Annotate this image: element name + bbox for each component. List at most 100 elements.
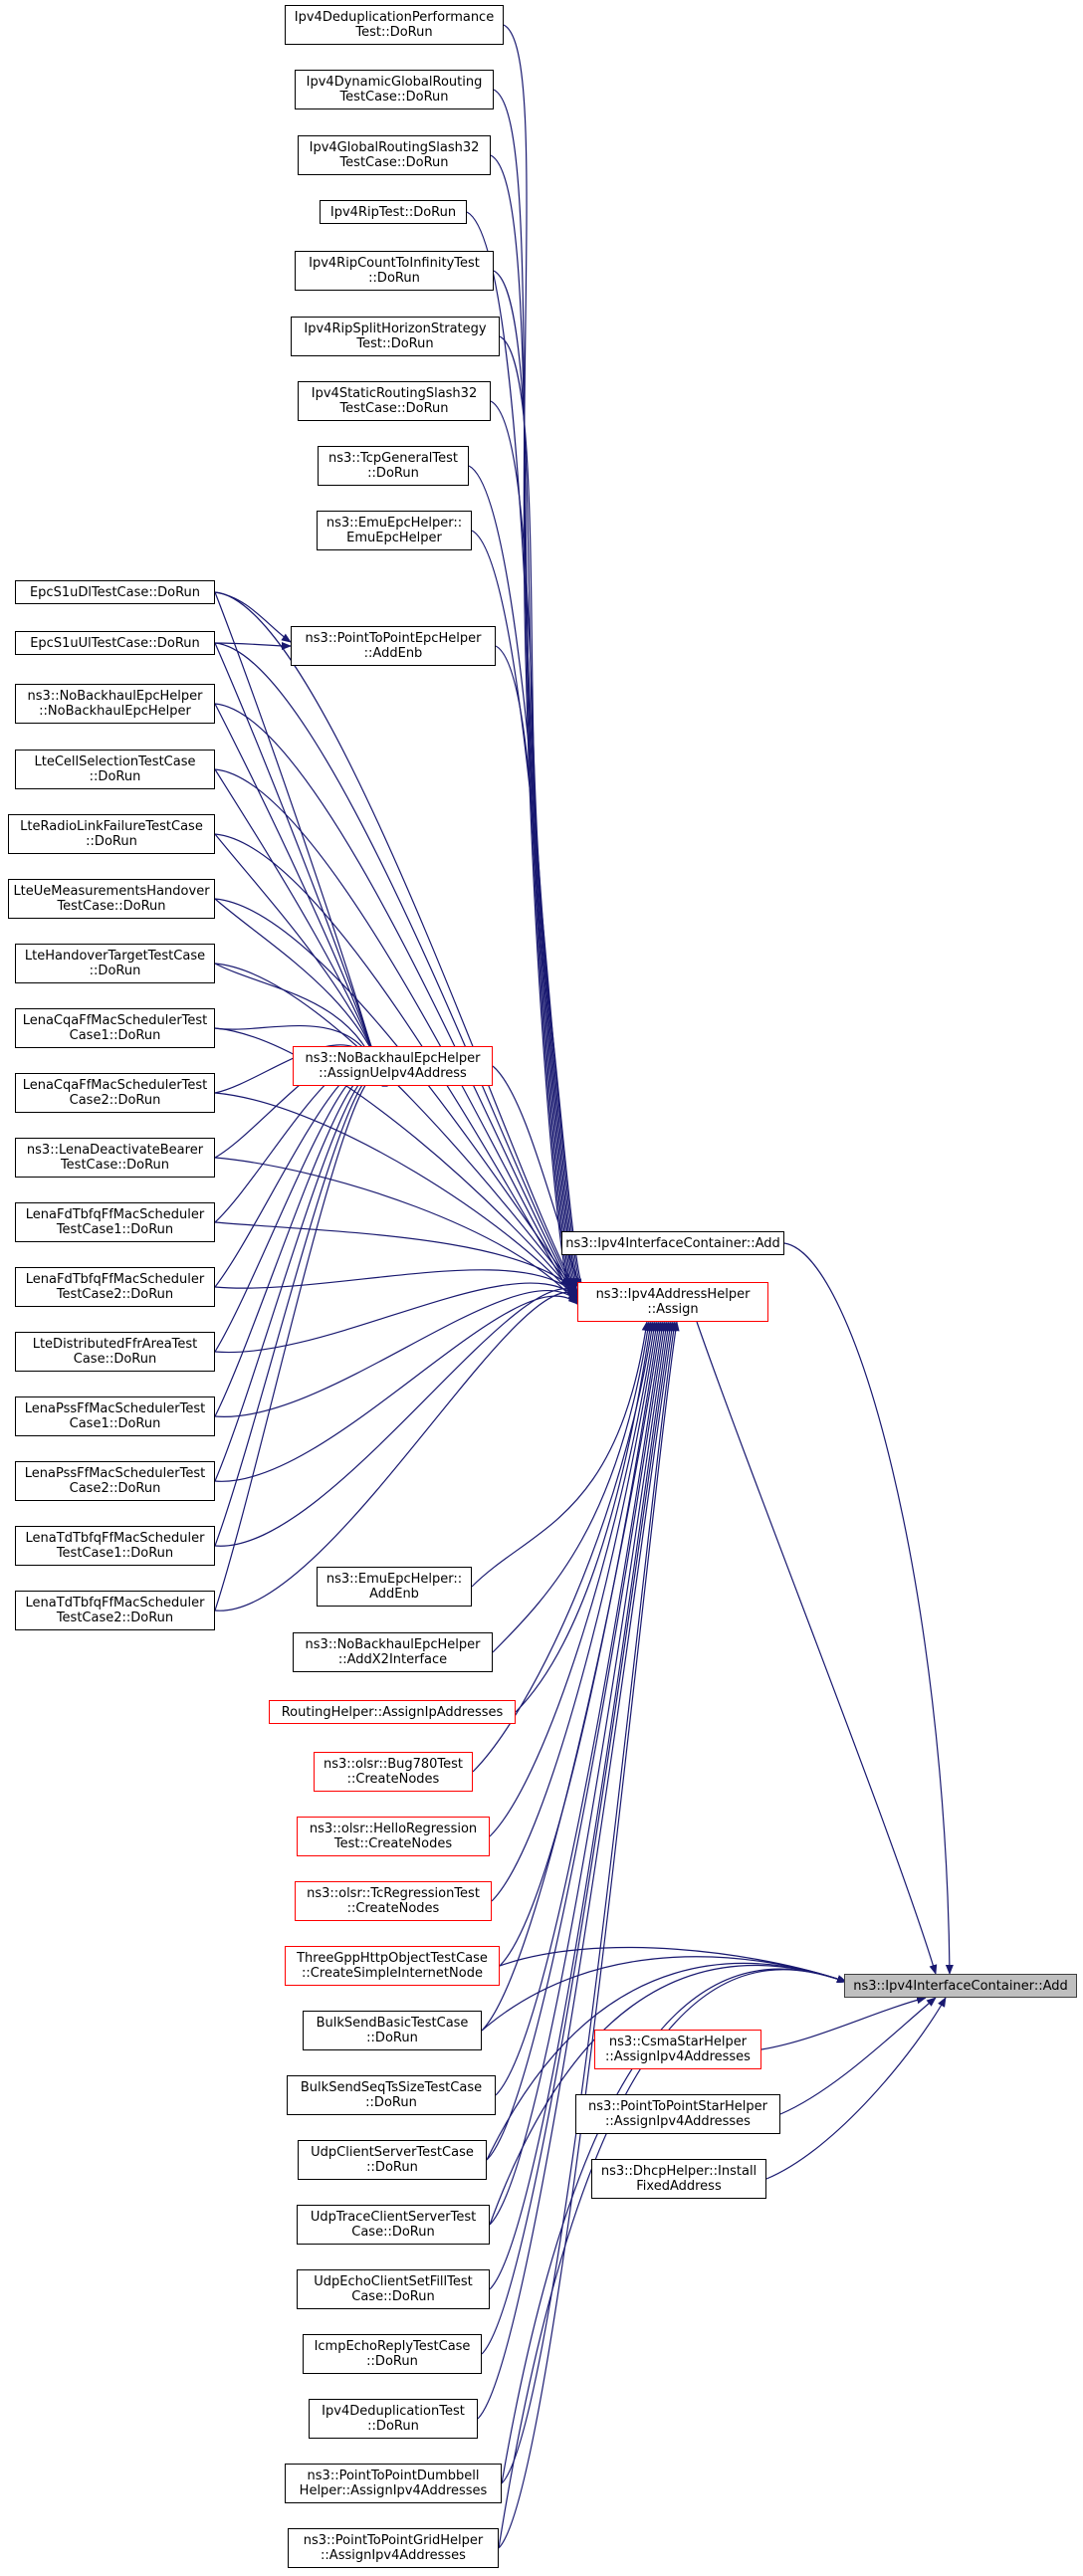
node-ipv4-dynamic-global-routing-test-dorun[interactable]: Ipv4DynamicGlobalRouting TestCase::DoRun	[295, 70, 494, 109]
node-label-line: LteDistributedFfrAreaTest	[32, 1337, 198, 1352]
edge-to-p2p-add-enb	[214, 591, 292, 643]
node-p2p-grid-helper-assign-ipv4-addresses[interactable]: ns3::PointToPointGridHelper ::AssignIpv4…	[288, 2528, 499, 2568]
node-label-line: TestCase2::DoRun	[56, 1287, 174, 1302]
edge-to-assign	[481, 1321, 664, 2032]
node-epc-s1u-ul-test-dorun[interactable]: EpcS1uUlTestCase::DoRun	[15, 631, 215, 655]
node-lena-cqa-test-case1-dorun[interactable]: LenaCqaFfMacSchedulerTest Case1::DoRun	[15, 1008, 215, 1048]
node-csma-star-helper-assign-ipv4-addresses[interactable]: ns3::CsmaStarHelper ::AssignIpv4Addresse…	[594, 2030, 761, 2069]
node-lena-fd-tbfq-test-case1-dorun[interactable]: LenaFdTbfqFfMacScheduler TestCase1::DoRu…	[15, 1202, 215, 1242]
node-label-line: LenaPssFfMacSchedulerTest	[24, 1466, 206, 1481]
edge-to-assign	[214, 1286, 578, 1611]
edge-to-assign	[214, 1221, 578, 1293]
node-label-line: LenaFdTbfqFfMacScheduler	[25, 1272, 205, 1287]
node-label-line: ns3::Ipv4InterfaceContainer::Add	[565, 1235, 780, 1251]
node-bulk-send-basic-test-dorun[interactable]: BulkSendBasicTestCase ::DoRun	[303, 2011, 482, 2050]
node-lena-cqa-test-case2-dorun[interactable]: LenaCqaFfMacSchedulerTest Case2::DoRun	[15, 1073, 215, 1113]
node-emu-epc-helper-add-enb[interactable]: ns3::EmuEpcHelper:: AddEnb	[317, 1567, 472, 1607]
node-p2p-dumbbell-helper-assign-ipv4-addresses[interactable]: ns3::PointToPointDumbbell Helper::Assign…	[285, 2464, 502, 2503]
edge-to-assign	[214, 1283, 578, 1547]
node-icmp-echo-reply-test-dorun[interactable]: IcmpEchoReplyTestCase ::DoRun	[303, 2334, 482, 2374]
node-label-line: ns3::LenaDeactivateBearer	[26, 1143, 204, 1158]
node-lena-fd-tbfq-test-case2-dorun[interactable]: LenaFdTbfqFfMacScheduler TestCase2::DoRu…	[15, 1267, 215, 1307]
node-label-line: ::CreateNodes	[346, 1901, 440, 1916]
node-lte-radio-link-failure-test-dorun[interactable]: LteRadioLinkFailureTestCase ::DoRun	[8, 814, 215, 854]
node-ipv4-rip-count-to-infinity-test-dorun[interactable]: Ipv4RipCountToInfinityTest ::DoRun	[295, 251, 494, 291]
node-tcp-general-test-dorun[interactable]: ns3::TcpGeneralTest ::DoRun	[318, 446, 469, 486]
node-lena-td-tbfq-test-case1-dorun[interactable]: LenaTdTbfqFfMacScheduler TestCase1::DoRu…	[15, 1526, 215, 1566]
node-lte-handover-target-test-dorun[interactable]: LteHandoverTargetTestCase ::DoRun	[15, 944, 215, 983]
node-label-line: TestCase::DoRun	[57, 899, 166, 914]
node-lte-cell-selection-test-dorun[interactable]: LteCellSelectionTestCase ::DoRun	[15, 750, 215, 789]
node-label-line: FixedAddress	[636, 2179, 722, 2194]
node-ipv4-interface-container-add-upper[interactable]: ns3::Ipv4InterfaceContainer::Add	[561, 1231, 784, 1255]
node-label-line: ThreeGppHttpObjectTestCase	[297, 1951, 488, 1966]
node-olsr-bug780-test-create-nodes[interactable]: ns3::olsr::Bug780Test ::CreateNodes	[314, 1752, 473, 1792]
node-label-line: TestCase::DoRun	[60, 1158, 170, 1173]
node-p2p-star-helper-assign-ipv4-addresses[interactable]: ns3::PointToPointStarHelper ::AssignIpv4…	[575, 2094, 780, 2134]
node-ipv4-rip-test-dorun[interactable]: Ipv4RipTest::DoRun	[320, 200, 467, 224]
node-no-backhaul-add-x2-interface[interactable]: ns3::NoBackhaulEpcHelper ::AddX2Interfac…	[293, 1632, 493, 1672]
node-ipv4-dedup-performance-test-dorun[interactable]: Ipv4DeduplicationPerformance Test::DoRun	[285, 5, 504, 45]
node-udp-trace-client-server-test-dorun[interactable]: UdpTraceClientServerTest Case::DoRun	[297, 2205, 490, 2245]
node-udp-client-server-test-dorun[interactable]: UdpClientServerTestCase ::DoRun	[298, 2140, 487, 2180]
edge-to-assign	[489, 1321, 658, 1837]
node-lena-deactivate-bearer-test-dorun[interactable]: ns3::LenaDeactivateBearer TestCase::DoRu…	[15, 1138, 215, 1178]
edge-to-assign	[471, 530, 582, 1287]
node-label-line: Helper::AssignIpv4Addresses	[299, 2483, 488, 2498]
node-olsr-hello-regression-test-create-nodes[interactable]: ns3::olsr::HelloRegression Test::CreateN…	[297, 1817, 490, 1856]
edge-to-target	[498, 1969, 847, 2549]
node-emu-epc-helper-ctor[interactable]: ns3::EmuEpcHelper:: EmuEpcHelper	[317, 511, 472, 550]
node-ipv4-global-routing-slash32-test-dorun[interactable]: Ipv4GlobalRoutingSlash32 TestCase::DoRun	[298, 135, 491, 175]
node-label-line: Case::DoRun	[351, 2289, 435, 2304]
node-ipv4-deduplication-test-dorun[interactable]: Ipv4DeduplicationTest ::DoRun	[309, 2399, 478, 2439]
node-label-line: ns3::DhcpHelper::Install	[600, 2164, 758, 2179]
edge-to-assign	[489, 1321, 672, 2290]
node-ipv4-static-routing-slash32-test-dorun[interactable]: Ipv4StaticRoutingSlash32 TestCase::DoRun	[298, 381, 491, 421]
edge-to-assign	[214, 833, 578, 1305]
node-three-gpp-http-create-simple-internet-node[interactable]: ThreeGppHttpObjectTestCase ::CreateSimpl…	[285, 1946, 500, 1986]
edge-assign-ue-to-assign	[492, 1065, 582, 1289]
node-routing-helper-assign-ip-addresses[interactable]: RoutingHelper::AssignIpAddresses	[269, 1700, 516, 1724]
node-label-line: ::DoRun	[366, 2354, 418, 2369]
node-label-line: Ipv4DeduplicationPerformance	[294, 10, 495, 25]
node-ipv4-address-helper-assign[interactable]: ns3::Ipv4AddressHelper ::Assign	[577, 1282, 768, 1322]
node-p2p-epc-helper-add-enb[interactable]: ns3::PointToPointEpcHelper ::AddEnb	[291, 626, 496, 666]
node-bulk-send-seq-ts-size-test-dorun[interactable]: BulkSendSeqTsSizeTestCase ::DoRun	[287, 2075, 496, 2115]
node-label-line: ::AddEnb	[363, 646, 423, 661]
node-label-line: Ipv4RipCountToInfinityTest	[309, 256, 480, 271]
edge-to-assign	[214, 1269, 578, 1296]
node-udp-echo-client-set-fill-test-dorun[interactable]: UdpEchoClientSetFillTest Case::DoRun	[297, 2269, 490, 2309]
node-label-line: ns3::olsr::HelloRegression	[309, 1822, 478, 1836]
node-lena-pss-test-case1-dorun[interactable]: LenaPssFfMacSchedulerTest Case1::DoRun	[15, 1396, 215, 1436]
edge-to-assign-ue	[214, 1069, 385, 1417]
node-label-line: IcmpEchoReplyTestCase	[314, 2339, 471, 2354]
edge-to-assign	[466, 211, 575, 1287]
node-label-line: ::Assign	[647, 1302, 699, 1317]
node-label-line: ns3::NoBackhaulEpcHelper	[305, 1051, 481, 1066]
edge-container-add-to-target	[783, 1242, 954, 1975]
node-label-line: EpcS1uUlTestCase::DoRun	[30, 635, 200, 651]
node-ipv4-interface-container-add-target: ns3::Ipv4InterfaceContainer::Add	[844, 1974, 1077, 1998]
node-lena-pss-test-case2-dorun[interactable]: LenaPssFfMacSchedulerTest Case2::DoRun	[15, 1461, 215, 1501]
node-label-line: TestCase2::DoRun	[56, 1610, 174, 1625]
node-label-line: ns3::PointToPointDumbbell	[307, 2469, 480, 2483]
edge-to-assign	[492, 1321, 652, 1653]
node-label-line: BulkSendBasicTestCase	[316, 2016, 469, 2031]
node-dhcp-helper-install-fixed-address[interactable]: ns3::DhcpHelper::Install FixedAddress	[591, 2159, 766, 2199]
node-lte-ue-measurements-handover-test-dorun[interactable]: LteUeMeasurementsHandover TestCase::DoRu…	[8, 879, 215, 919]
node-no-backhaul-epc-helper-ctor[interactable]: ns3::NoBackhaulEpcHelper ::NoBackhaulEpc…	[15, 684, 215, 724]
edge-to-assign	[493, 270, 576, 1287]
node-lte-distributed-ffr-area-test-dorun[interactable]: LteDistributedFfrAreaTest Case::DoRun	[15, 1332, 215, 1372]
node-label-line: RoutingHelper::AssignIpAddresses	[281, 1704, 504, 1720]
node-ipv4-rip-split-horizon-strategy-test-dorun[interactable]: Ipv4RipSplitHorizonStrategy Test::DoRun	[291, 317, 500, 356]
edge-to-assign	[214, 1157, 578, 1305]
node-epc-s1u-dl-test-dorun[interactable]: EpcS1uDlTestCase::DoRun	[15, 580, 215, 604]
edge-to-assign	[493, 89, 572, 1287]
edge-to-assign	[214, 1027, 578, 1299]
node-olsr-tc-regression-test-create-nodes[interactable]: ns3::olsr::TcRegressionTest ::CreateNode…	[295, 1881, 492, 1921]
node-no-backhaul-assign-ue-ipv4-address[interactable]: ns3::NoBackhaulEpcHelper ::AssignUeIpv4A…	[293, 1046, 493, 1086]
node-label-line: LenaCqaFfMacSchedulerTest	[22, 1013, 208, 1028]
node-lena-td-tbfq-test-case2-dorun[interactable]: LenaTdTbfqFfMacScheduler TestCase2::DoRu…	[15, 1591, 215, 1630]
edge-assign-to-target	[696, 1321, 938, 1975]
edge-to-assign	[477, 1321, 676, 2420]
